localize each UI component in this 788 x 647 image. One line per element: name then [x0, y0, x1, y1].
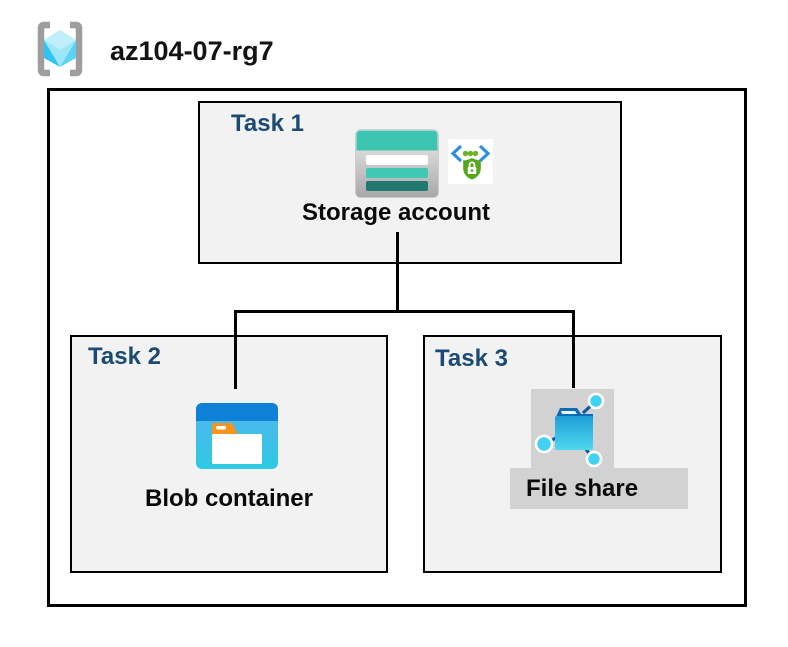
task2-box: Task 2 Blob container [70, 335, 388, 573]
connector-storage-to-blob [234, 310, 237, 389]
resource-group-name: az104-07-rg7 [110, 36, 274, 66]
blob-container-icon [196, 403, 278, 469]
task3-label: Task 3 [435, 345, 508, 372]
storage-account-icon [355, 129, 439, 198]
task1-label: Task 1 [231, 110, 304, 137]
task2-label: Task 2 [88, 343, 161, 370]
file-share-icon [531, 389, 614, 469]
connector-storage-to-fileshare [572, 310, 575, 388]
storage-account-label: Storage account [301, 199, 491, 226]
secured-api-icon [448, 139, 493, 184]
file-share-label-plate: File share [510, 468, 688, 509]
file-share-label: File share [526, 475, 639, 502]
resource-group-icon [37, 21, 83, 77]
blob-container-label: Blob container [144, 485, 313, 512]
connector-branch-horizontal [234, 310, 575, 313]
connector-storage-stem [396, 232, 399, 312]
task1-box: Task 1 [198, 101, 622, 264]
